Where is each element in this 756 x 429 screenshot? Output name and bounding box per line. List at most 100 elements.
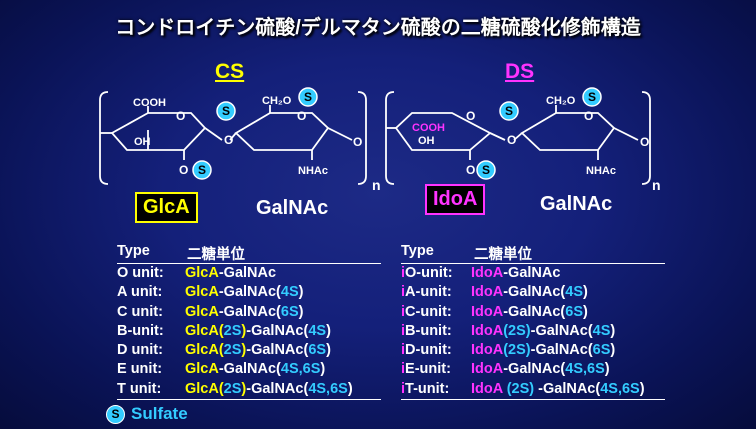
- disaccharide-part: -GalNAc(: [246, 342, 309, 359]
- svg-text:S: S: [304, 90, 312, 104]
- ds-ring-o-1: O: [466, 109, 475, 123]
- disaccharide-part: -GalNAc(: [530, 322, 593, 339]
- table-row: C unit:GlcA-GalNAc(6S): [117, 303, 381, 322]
- disaccharide-part: 2S: [223, 322, 242, 339]
- ds-col-type: Type: [401, 243, 434, 259]
- unit-type-label: B-unit:: [405, 322, 452, 339]
- disaccharide-part: 6S: [308, 342, 327, 359]
- ds-o-2: O: [466, 163, 475, 177]
- disaccharide-part: -GalNAc(: [218, 284, 281, 301]
- disaccharide-part: IdoA: [471, 361, 504, 378]
- disaccharide-part: 4S: [280, 284, 299, 301]
- disaccharide-part: 6S: [565, 303, 584, 320]
- unit-type-label: T unit:: [117, 380, 162, 397]
- ds-ch2o: CH₂O: [546, 95, 576, 107]
- disaccharide-part: 4S: [565, 284, 584, 301]
- disaccharide-part: ): [347, 380, 353, 397]
- ds-galnac-label: GalNAc: [540, 193, 613, 215]
- disaccharide-unit: IdoA(2S)-GalNAc(6S): [471, 341, 615, 360]
- unit-type-label: A-unit:: [405, 284, 452, 301]
- unit-type: iC-unit:: [401, 303, 452, 322]
- disaccharide-part: (2S): [503, 322, 531, 339]
- disaccharide-part: ): [610, 322, 616, 339]
- disaccharide-part: ): [241, 380, 247, 397]
- disaccharide-part: IdoA: [471, 265, 504, 281]
- ds-sulfate-badge-2: S: [582, 87, 602, 107]
- table-row: iO-unit:IdoA-GalNAc: [401, 264, 665, 283]
- svg-text:S: S: [505, 104, 513, 118]
- disaccharide-part: ): [298, 284, 304, 301]
- cs-col-disaccharide: 二糖単位: [187, 247, 245, 263]
- disaccharide-part: -GalNAc(: [503, 303, 566, 320]
- cs-ring-o-2: O: [297, 109, 306, 123]
- cs-sulfate-badge-3: S: [192, 160, 212, 180]
- ds-cooh: COOH: [412, 122, 445, 134]
- unit-type: E unit:: [117, 360, 162, 379]
- unit-type: T unit:: [117, 380, 161, 399]
- disaccharide-part: 4S: [308, 322, 327, 339]
- disaccharide-part: 4S,6S: [600, 380, 640, 397]
- unit-type: iD-unit:: [401, 341, 452, 360]
- unit-type-label: C-unit:: [405, 303, 452, 320]
- disaccharide-part: ): [610, 342, 616, 359]
- disaccharide-unit: IdoA-GalNAc(6S): [471, 303, 588, 322]
- disaccharide-part: ): [241, 322, 247, 339]
- ds-bracket-left: [385, 91, 395, 185]
- unit-type: iA-unit:: [401, 283, 452, 302]
- disaccharide-part: IdoA: [471, 380, 507, 397]
- unit-type: iT-unit:: [401, 380, 449, 399]
- cs-galnac-ring: [234, 112, 330, 151]
- cs-col-type: Type: [117, 243, 150, 259]
- disaccharide-part: ): [604, 361, 610, 378]
- disaccharide-part: 2S: [223, 380, 242, 397]
- cs-table-header: Type 二糖単位: [117, 243, 381, 264]
- table-row: iD-unit: IdoA(2S)-GalNAc(6S): [401, 341, 665, 360]
- cs-bracket-right: [357, 91, 367, 185]
- disaccharide-part: GlcA(: [185, 380, 224, 397]
- disaccharide-unit: GlcA-GalNAc(4S,6S): [185, 360, 325, 379]
- unit-type-label: A unit:: [117, 284, 163, 301]
- ds-col-disaccharide: 二糖単位: [474, 247, 532, 263]
- unit-type-label: E-unit:: [405, 361, 451, 378]
- ds-bracket-right: [641, 91, 651, 185]
- unit-type-label: B-unit:: [117, 322, 164, 339]
- disaccharide-part: ): [298, 303, 304, 320]
- cs-cooh: COOH: [133, 97, 166, 109]
- cs-nhac: NHAc: [298, 165, 328, 177]
- cs-repeat-n: n: [372, 177, 381, 193]
- unit-type-label: E unit:: [117, 361, 163, 378]
- cs-o-2: O: [179, 163, 188, 177]
- disaccharide-part: -GalNAc(: [503, 361, 566, 378]
- ds-ring-o-2: O: [584, 109, 593, 123]
- ds-end-o: O: [640, 135, 649, 149]
- disaccharide-unit: GlcA-GalNAc(4S): [185, 283, 303, 302]
- disaccharide-part: GlcA: [185, 265, 219, 281]
- disaccharide-part: GlcA: [185, 303, 219, 320]
- unit-type: iB-unit:: [401, 322, 452, 341]
- disaccharide-part: GlcA(: [185, 342, 224, 359]
- disaccharide-part: ): [639, 380, 645, 397]
- ds-heading: DS: [505, 60, 535, 83]
- disaccharide-unit: IdoA-GalNAc(4S): [471, 283, 588, 302]
- disaccharide-part: 6S: [280, 303, 299, 320]
- disaccharide-unit: GlcA-GalNAc(6S): [185, 303, 303, 322]
- cs-heading: CS: [215, 60, 245, 83]
- iduronic-prefix: i: [401, 265, 406, 281]
- disaccharide-part: ): [583, 284, 588, 301]
- disaccharide-part: ): [583, 303, 588, 320]
- table-row: A unit: GlcA-GalNAc(4S): [117, 283, 381, 302]
- ds-sulfate-badge-1: S: [499, 101, 519, 121]
- disaccharide-part: ): [326, 342, 331, 359]
- disaccharide-part: GlcA: [185, 284, 219, 301]
- disaccharide-part: IdoA: [471, 342, 504, 359]
- table-row: iC-unit: IdoA-GalNAc(6S): [401, 303, 665, 322]
- table-row: iE-unit:IdoA-GalNAc(4S,6S): [401, 360, 665, 379]
- disaccharide-part: -GalNAc(: [503, 284, 566, 301]
- unit-type-label: D-unit:: [405, 342, 452, 359]
- ds-nhac: NHAc: [586, 165, 616, 177]
- table-row: iA-unit: IdoA-GalNAc(4S): [401, 283, 665, 302]
- disaccharide-part: ): [241, 342, 247, 359]
